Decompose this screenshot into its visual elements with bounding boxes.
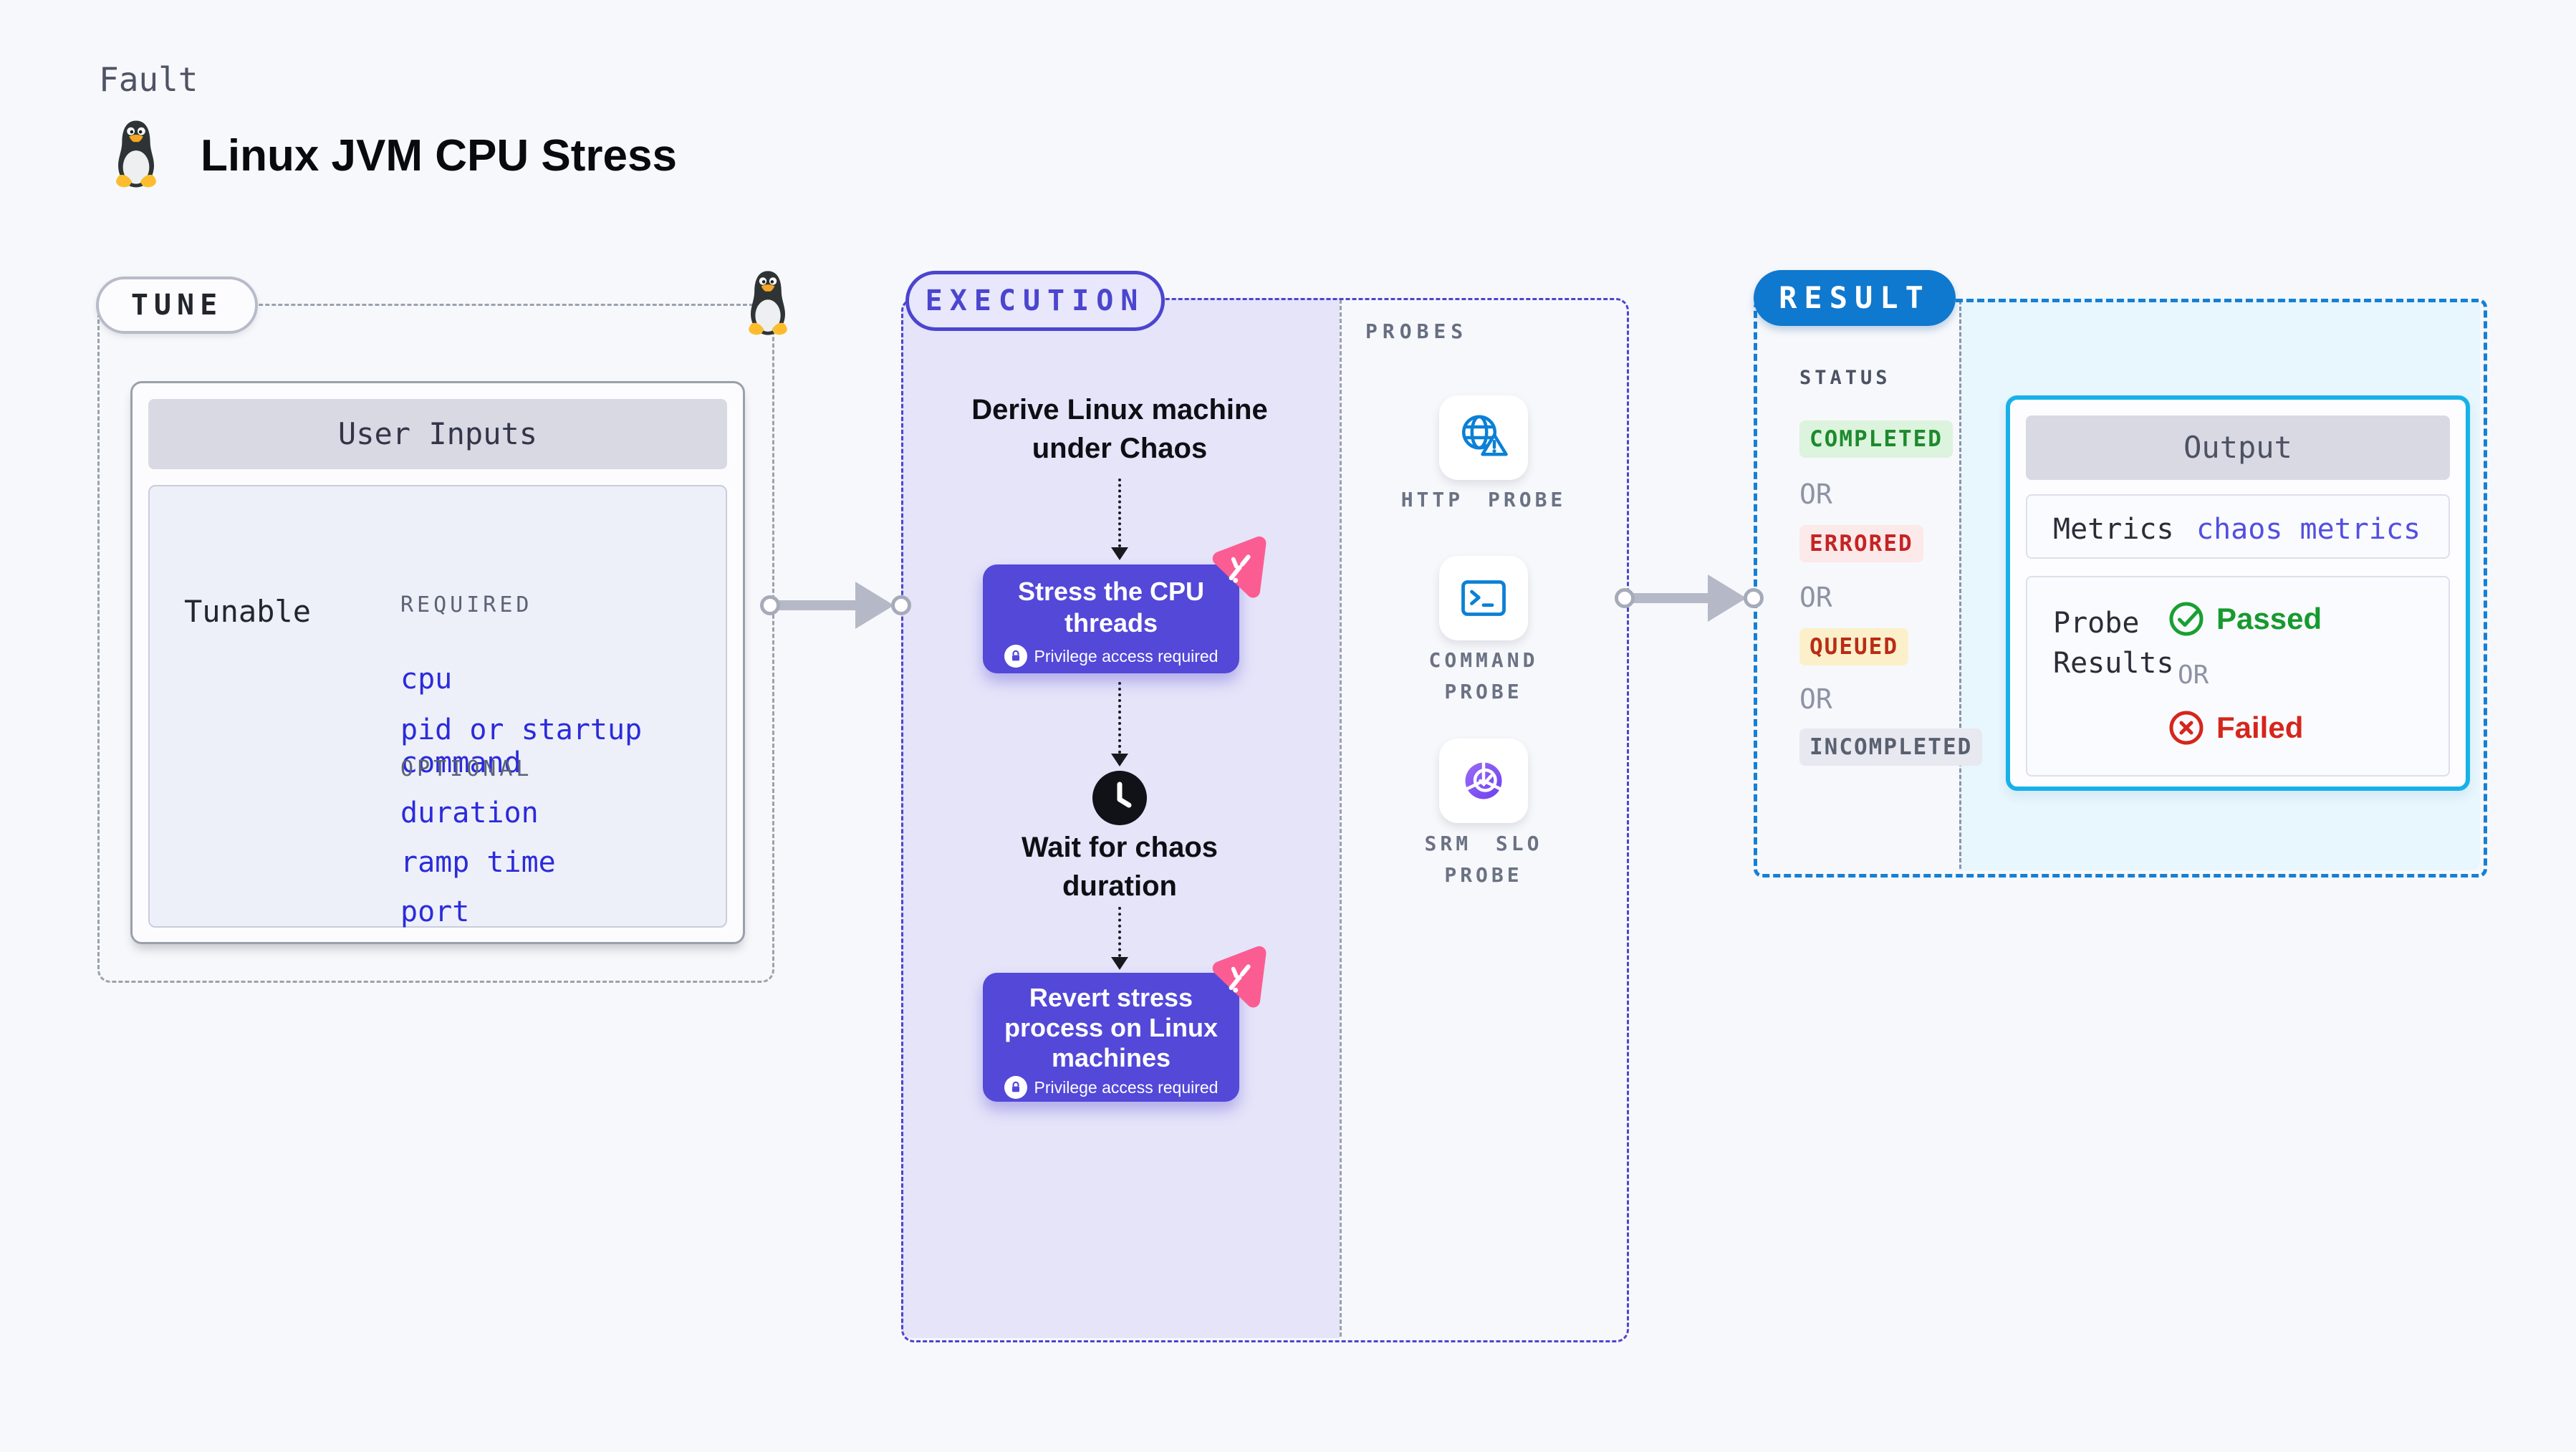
stress-cpu-node[interactable]: Stress the CPU threads Privilege access … <box>983 564 1239 673</box>
result-label: RESULT <box>1754 270 1956 326</box>
flow-connector <box>1118 907 1121 957</box>
status-badge-errored: ERRORED <box>1799 525 1923 562</box>
fault-kicker: Fault <box>99 60 198 99</box>
chaos-fault-icon <box>1212 536 1267 598</box>
connector-dot <box>1744 588 1764 608</box>
stress-cpu-node-title: Stress the CPU threads <box>1017 577 1205 638</box>
command-probe-card <box>1439 556 1528 640</box>
execution-section <box>901 298 1629 1342</box>
flow-connector-arrowhead <box>1111 754 1128 766</box>
passed-row: Passed <box>2168 600 2322 638</box>
terminal-icon <box>1461 580 1506 616</box>
flow-connector-arrowhead <box>1111 957 1128 970</box>
connector-dot <box>891 595 911 615</box>
globe-alert-icon <box>1462 415 1508 456</box>
probe-results-row: Probe Results Passed OR Failed <box>2026 576 2450 777</box>
revert-stress-node[interactable]: Revert stress process on Linux machines … <box>983 973 1239 1102</box>
tux-penguin-icon <box>116 120 156 188</box>
page-title: Linux JVM CPU Stress <box>201 131 677 181</box>
srm-slo-probe-label: SRM SLO PROBE <box>1424 832 1543 887</box>
chaos-fault-icon <box>1212 946 1267 1008</box>
x-circle-icon <box>2169 711 2203 745</box>
failed-label: Failed <box>2216 711 2304 744</box>
check-circle-icon <box>2169 602 2203 636</box>
flow-connector-arrowhead <box>1111 547 1128 560</box>
arrow-execution-to-result <box>1625 593 1709 603</box>
param-link-pid-or-startup-command[interactable]: pid or startup command <box>400 713 643 779</box>
tunable-row-label: Tunable <box>184 594 312 629</box>
arrow-tune-to-execution <box>770 600 856 610</box>
execution-label: EXECUTION <box>905 271 1165 331</box>
required-heading: REQUIRED <box>400 592 533 617</box>
status-badge-completed: COMPLETED <box>1799 420 1953 458</box>
or-separator: OR <box>1799 582 1832 613</box>
optional-heading: OPTIONAL <box>400 756 533 782</box>
lock-icon <box>1004 1076 1027 1099</box>
chaos-metrics-link[interactable]: chaos metrics <box>2196 513 2421 546</box>
wait-step-text: Wait for chaos duration <box>1021 832 1219 902</box>
failed-row: Failed <box>2168 709 2303 746</box>
tune-section <box>97 304 774 983</box>
clock-icon <box>1092 771 1147 825</box>
passed-label: Passed <box>2216 602 2322 635</box>
metrics-row: Metrics chaos metrics <box>2026 494 2450 559</box>
connector-dot <box>760 595 780 615</box>
metrics-label: Metrics <box>2053 513 2174 546</box>
or-separator: OR <box>1799 479 1832 510</box>
slo-pie-check-icon <box>1465 761 1502 799</box>
arrow-tune-to-execution-head <box>855 582 894 629</box>
connector-dot <box>1615 588 1635 608</box>
status-badge-queued: QUEUED <box>1799 628 1908 665</box>
derive-step-text: Derive Linux machine under Chaos <box>971 394 1268 464</box>
or-separator: OR <box>2178 660 2209 690</box>
privilege-note: Privilege access required <box>1034 1077 1219 1097</box>
output-card: Output Metrics chaos metrics Probe Resul… <box>2006 395 2470 791</box>
revert-stress-node-title: Revert stress process on Linux machines <box>1004 983 1219 1072</box>
flow-connector <box>1118 479 1121 547</box>
http-probe-label: HTTP PROBE <box>1400 488 1567 511</box>
user-inputs-header: User Inputs <box>148 399 727 469</box>
result-separator <box>1959 300 1961 869</box>
arrow-execution-to-result-head <box>1708 574 1746 622</box>
user-inputs-card: User Inputs Tunable REQUIRED cpu pid or … <box>130 381 745 944</box>
lock-icon <box>1004 645 1027 668</box>
privilege-note: Privilege access required <box>1034 646 1219 665</box>
user-inputs-table: Tunable REQUIRED cpu pid or startup comm… <box>148 485 727 928</box>
status-badge-incompleted: INCOMPLETED <box>1799 729 1983 766</box>
param-link-cpu[interactable]: cpu <box>400 663 453 696</box>
tux-penguin-icon-small <box>749 271 787 335</box>
param-link-ramp-time[interactable]: ramp time <box>400 846 556 879</box>
flow-connector <box>1118 682 1121 754</box>
http-probe-card <box>1439 395 1528 480</box>
status-heading: STATUS <box>1799 367 1891 389</box>
probes-heading: PROBES <box>1365 319 1469 343</box>
param-link-port[interactable]: port <box>400 895 470 928</box>
tune-label: TUNE <box>96 277 258 334</box>
or-separator: OR <box>1799 683 1832 715</box>
probes-separator <box>1340 299 1342 1337</box>
probe-results-label: Probe Results <box>2053 607 2174 680</box>
srm-slo-probe-card <box>1439 739 1528 823</box>
output-header: Output <box>2026 415 2450 480</box>
param-link-duration[interactable]: duration <box>400 797 539 830</box>
command-probe-label: COMMAND PROBE <box>1428 648 1539 703</box>
